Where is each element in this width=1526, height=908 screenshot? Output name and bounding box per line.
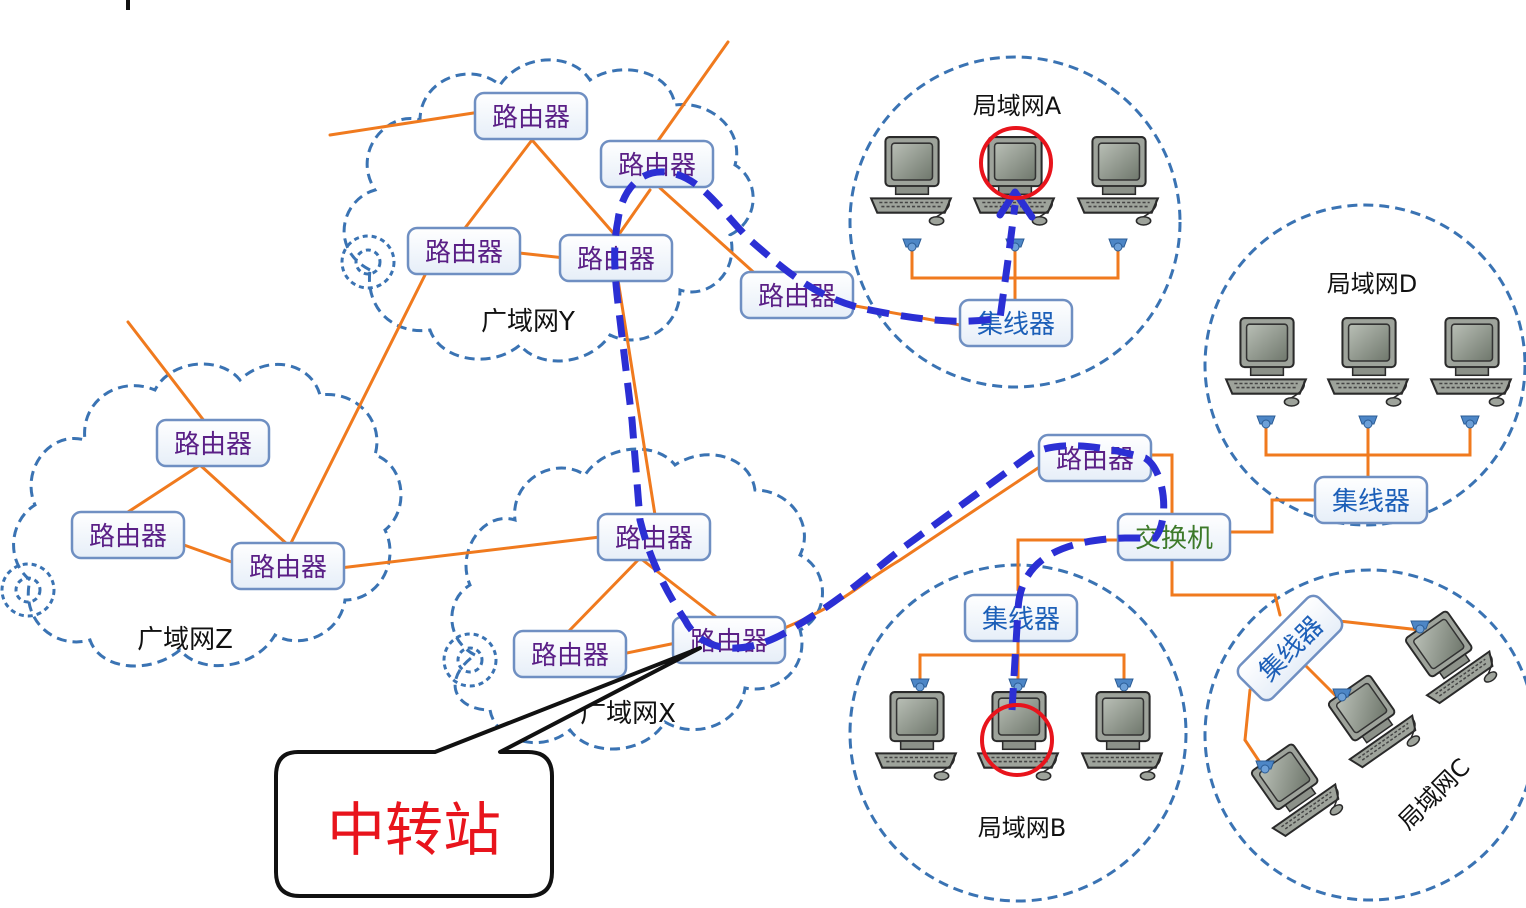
router-label: 路由器 xyxy=(492,103,570,133)
router-label: 路由器 xyxy=(425,238,503,268)
computer-icon xyxy=(1430,317,1512,407)
computer-icon xyxy=(1081,691,1163,781)
hub-node-b: 集线器 xyxy=(963,593,1079,643)
destination-highlight xyxy=(979,126,1053,200)
wan-z-label: 广域网Z xyxy=(137,625,233,655)
wan-y-label: 广域网Y xyxy=(481,307,575,337)
wan-cloud-x xyxy=(450,447,824,751)
computer-icon xyxy=(1077,136,1159,226)
hub-label: 集线器 xyxy=(1332,487,1410,517)
source-highlight xyxy=(980,703,1054,777)
computer-icon xyxy=(1392,602,1505,718)
computer-icon xyxy=(870,136,952,226)
gear-icon xyxy=(340,234,396,290)
relay-callout-text: 中转站 xyxy=(327,796,501,864)
relay-callout: 中转站 xyxy=(274,646,702,898)
lan-c-circle xyxy=(1203,568,1526,902)
router-node: 路由器 xyxy=(406,226,522,276)
router-node: 路由器 xyxy=(596,512,712,562)
connector-icon xyxy=(1460,415,1480,429)
switch-node: 交换机 xyxy=(1116,512,1232,562)
connector-icon xyxy=(1114,678,1134,692)
lan-a-label: 局域网A xyxy=(973,92,1062,120)
router-node: 路由器 xyxy=(599,139,715,189)
hub-label: 集线器 xyxy=(977,310,1055,340)
connector-icon xyxy=(1358,415,1378,429)
hub-node-a: 集线器 xyxy=(958,298,1074,348)
router-label: 路由器 xyxy=(531,641,609,671)
switch-label: 交换机 xyxy=(1135,524,1213,554)
wan-cloud-z xyxy=(12,362,403,668)
connector-icon xyxy=(910,678,930,692)
connector-icon xyxy=(1256,415,1276,429)
router-label: 路由器 xyxy=(615,524,693,554)
router-label: 路由器 xyxy=(249,553,327,583)
network-links xyxy=(126,40,1472,772)
computer-icon xyxy=(1315,666,1428,782)
connector-icon xyxy=(1108,238,1128,252)
router-node: 路由器 xyxy=(155,418,271,468)
lan-d-label: 局域网D xyxy=(1327,270,1417,298)
gear-icon xyxy=(442,632,498,688)
router-node: 路由器 xyxy=(512,629,628,679)
hub-label: 集线器 xyxy=(982,605,1060,635)
router-label: 路由器 xyxy=(758,282,836,312)
gear-icon xyxy=(0,562,56,618)
router-node: 路由器 xyxy=(1037,433,1153,483)
computer-icon xyxy=(875,691,957,781)
route-path xyxy=(611,168,1168,711)
router-label: 路由器 xyxy=(174,430,252,460)
computer-icon xyxy=(1225,317,1307,407)
lan-d-circle xyxy=(1203,203,1526,527)
router-node: 路由器 xyxy=(739,270,855,320)
router-node: 路由器 xyxy=(230,541,346,591)
arrow-head-icon xyxy=(996,188,1036,221)
lan-c-label: 局域网C xyxy=(1393,753,1476,836)
router-node: 路由器 xyxy=(70,510,186,560)
router-node: 路由器 xyxy=(473,91,589,141)
lan-a-circle xyxy=(848,55,1182,389)
hub-node-d: 集线器 xyxy=(1313,475,1429,525)
computer-icon xyxy=(1238,735,1351,850)
router-label: 路由器 xyxy=(89,522,167,552)
lan-b-label: 局域网B xyxy=(978,814,1066,842)
computer-icon xyxy=(1327,317,1409,407)
connector-icon xyxy=(902,238,922,252)
